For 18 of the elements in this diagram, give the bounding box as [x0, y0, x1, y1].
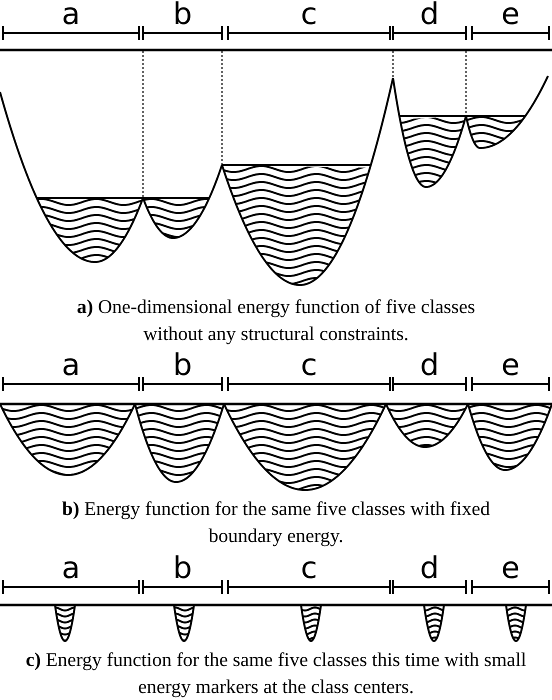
class-label: a	[60, 554, 82, 584]
class-label: e	[500, 554, 521, 584]
figure-caption: c) Energy function for the same five classes this time with small energy markers at the class centers.	[24, 649, 528, 700]
class-label: b	[172, 351, 194, 381]
class-label: a	[60, 351, 82, 381]
class-label: a	[60, 0, 82, 30]
class-label: d	[418, 351, 440, 381]
class-label: b	[172, 0, 194, 30]
class-label: c	[300, 351, 318, 381]
class-label: e	[500, 0, 521, 30]
class-label: c	[300, 0, 318, 30]
class-label: b	[172, 554, 194, 584]
figure-caption: b) Energy function for the same five classes with fixed boundary energy.	[61, 498, 491, 549]
class-label: c	[300, 554, 318, 584]
class-label: d	[418, 554, 440, 584]
figure-caption: a) One-dimensional energy function of five classes without any structural constraints.	[76, 296, 476, 347]
class-label: e	[500, 351, 521, 381]
class-label: d	[418, 0, 440, 30]
